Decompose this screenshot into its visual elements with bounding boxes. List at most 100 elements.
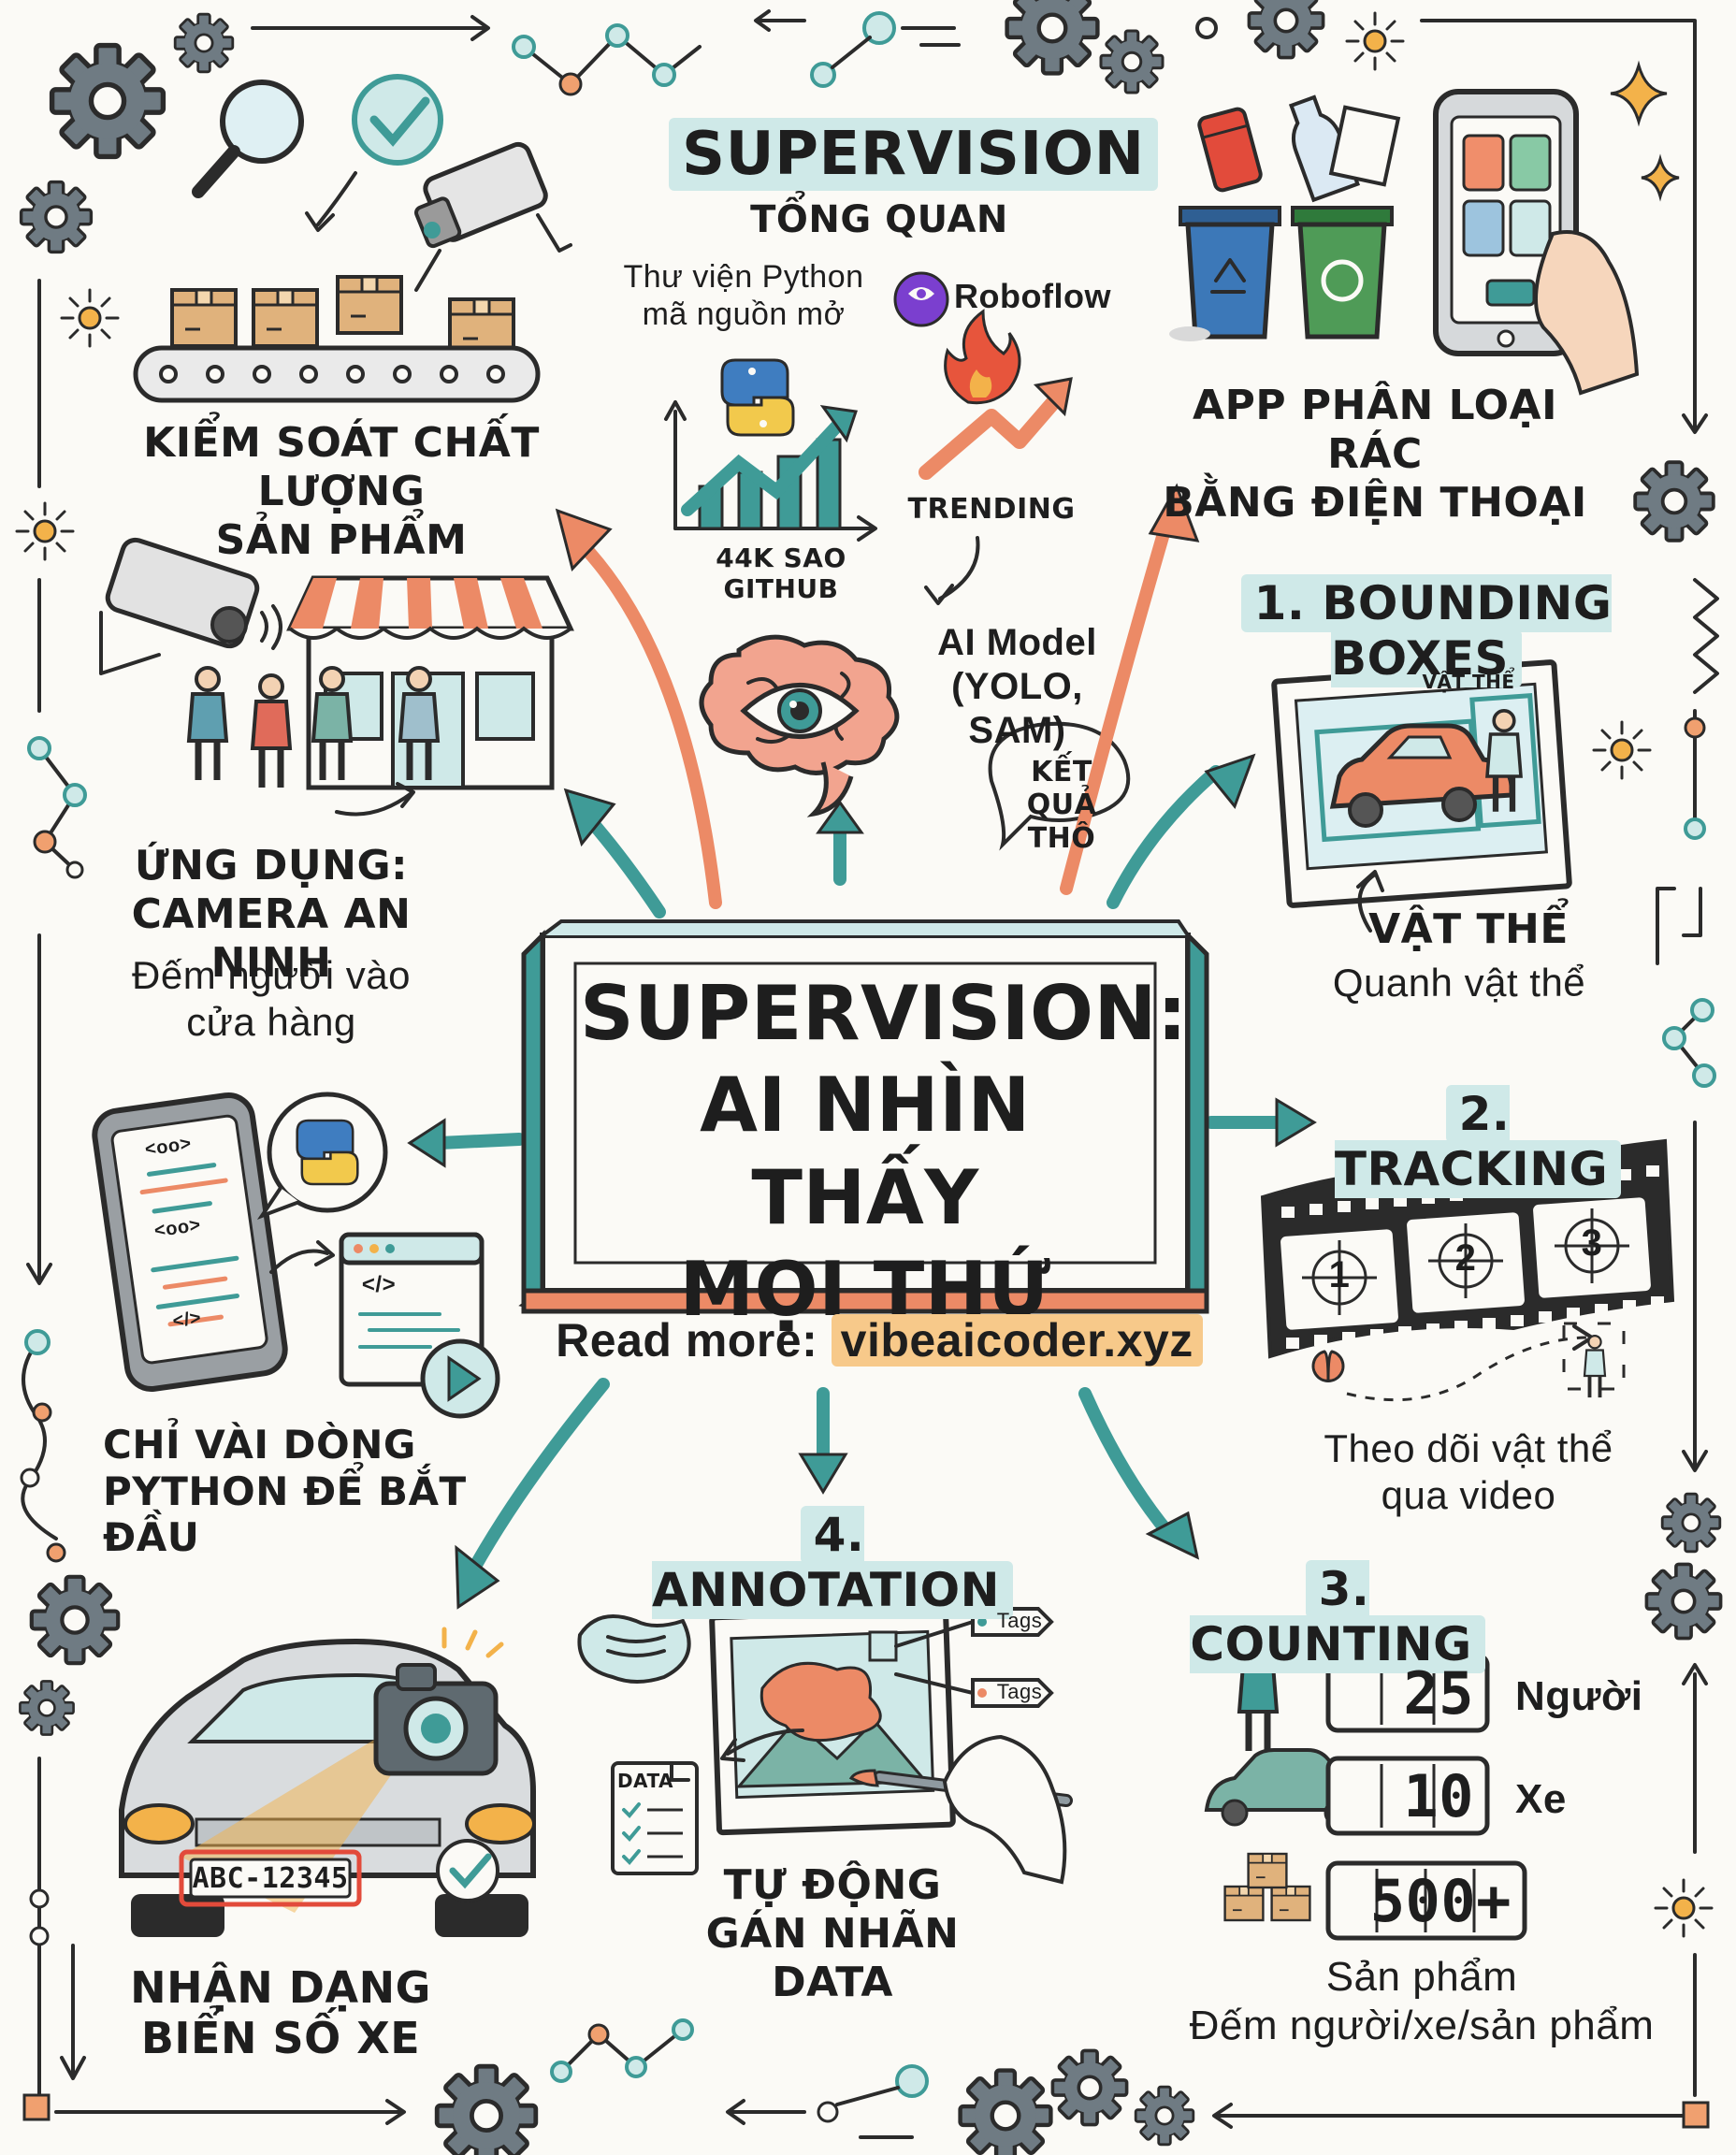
annotation-illustration (577, 1606, 1073, 1885)
gear-icon (52, 46, 164, 157)
header-illustration (664, 271, 1131, 886)
mask-icon (577, 1614, 691, 1684)
person-icon (189, 668, 226, 780)
count-label-cars: Xe (1515, 1776, 1567, 1822)
hand-icon (1534, 230, 1640, 396)
box-icon (252, 288, 319, 348)
box-icon (336, 275, 403, 335)
read-more: Read more: vibeaicoder.xyz (552, 1313, 1207, 1368)
gear-icon (19, 1680, 75, 1736)
gear-icon (961, 2071, 1051, 2155)
person-icon (253, 675, 290, 788)
annotation-title: 4. ANNOTATION (636, 1506, 1029, 1619)
can-icon (1197, 107, 1263, 193)
gear-icon (19, 180, 94, 254)
sun-icon (1345, 11, 1405, 71)
tracking-frame-1: 1 (1328, 1254, 1351, 1295)
box-icon (170, 288, 238, 348)
python-start-title: CHỈ VÀI DÒNG PYTHON ĐỂ BẮT ĐẦU (103, 1422, 467, 1561)
read-more-label: Read more: (556, 1314, 818, 1367)
quality-control-title: KIỂM SOÁT CHẤT LƯỢNG SẢN PHẨM (143, 419, 540, 564)
trending-label: TRENDING (907, 493, 1076, 526)
counting-illustration (1204, 1639, 1527, 1941)
count-label-people: Người (1515, 1673, 1643, 1719)
bin-icon (1179, 206, 1281, 340)
arrow-icon (1275, 1097, 1317, 1148)
fire-icon (944, 309, 1021, 405)
github-stars-label: 44K SAO GITHUB (716, 542, 846, 605)
waste-app-illustration (1169, 89, 1640, 396)
arrow-icon (555, 508, 613, 571)
arrow-icon (1145, 1511, 1200, 1560)
annotation-tag-1: Tags (996, 1609, 1043, 1632)
gear-icon (1099, 29, 1165, 94)
library-description: Thư viện Python mã nguồn mở (623, 259, 864, 333)
arrow-icon (798, 1453, 848, 1495)
count-value-people: 25 (1403, 1659, 1474, 1728)
read-more-link[interactable]: vibeaicoder.xyz (831, 1314, 1203, 1367)
center-banner (518, 919, 1209, 1314)
python-icon (296, 1119, 359, 1186)
arrow-icon (1204, 753, 1256, 809)
sun-icon (15, 501, 75, 561)
tracking-title: 2. TRACKING (1309, 1085, 1646, 1198)
sun-icon (60, 288, 120, 348)
check-icon (436, 1839, 499, 1902)
sparkle-icon (1641, 153, 1680, 202)
clipboard-data-label: DATA (616, 1770, 674, 1792)
bbox-object-label: VẬT THỂ (1368, 905, 1569, 953)
header-title: SUPERVISION (669, 118, 1158, 191)
header-subtitle: TỔNG QUAN (750, 198, 1008, 241)
annotation-tag-2: Tags (996, 1680, 1043, 1703)
paper-icon (1328, 105, 1401, 187)
bbox-illustration (1271, 659, 1572, 933)
counting-description: Sản phẩm Đếm người/xe/sản phẩm (1189, 1954, 1655, 2048)
ai-model-label: AI Model (YOLO, SAM) (937, 622, 1097, 752)
python-icon (720, 358, 795, 437)
bbox-title: 1. BOUNDING BOXES (1188, 574, 1665, 687)
magnifier-icon (220, 80, 304, 164)
gear-icon (173, 12, 235, 74)
annotation-description: TỰ ĐỘNG GÁN NHÃN DATA (705, 1861, 960, 2006)
sun-icon (1592, 720, 1652, 780)
sparkle-icon (1610, 60, 1668, 127)
arrow-icon (455, 1544, 500, 1610)
chart-icon (664, 400, 877, 542)
gear-icon (1644, 1562, 1723, 1641)
gear-icon (1007, 0, 1098, 73)
eye-icon (740, 683, 860, 739)
security-title: ỨNG DỤNG: CAMERA AN NINH (131, 842, 412, 987)
tracking-frame-2: 2 (1454, 1237, 1477, 1279)
gear-icon (1660, 1492, 1722, 1554)
box-icon (1247, 1852, 1288, 1889)
arrow-icon (1148, 483, 1200, 542)
count-value-cars: 10 (1403, 1762, 1474, 1830)
window-code-tag: </> (361, 1272, 397, 1297)
quality-control-illustration (133, 74, 572, 403)
flow-arrows (407, 483, 1317, 1610)
roboflow-icon (893, 271, 949, 327)
plate-illustration (119, 1627, 536, 1937)
hand-icon (942, 1734, 1067, 1885)
gear-icon (1050, 2048, 1129, 2127)
gear-icon (32, 1577, 118, 1663)
waste-app-title: APP PHÂN LOẠI RÁC BẰNG ĐIỆN THOẠI (1163, 382, 1587, 527)
raw-result-bubble-text: KẾT QUẢ THÔ (1026, 756, 1097, 855)
sun-icon (1654, 1878, 1714, 1938)
check-icon (352, 74, 443, 166)
plate-recognition-title: NHẬN DẠNG BIỂN SỐ XE (130, 1962, 431, 2064)
bin-icon (1291, 206, 1394, 340)
arrow-icon (407, 1118, 446, 1168)
tracking-frame-3: 3 (1581, 1222, 1603, 1264)
gear-icon (1134, 2085, 1195, 2147)
location-icon (1311, 1350, 1345, 1382)
camera-icon (414, 141, 572, 253)
gear-icon (1633, 460, 1715, 542)
gear-icon (1247, 0, 1325, 60)
bbox-object-tag: VẬT THỂ (1422, 671, 1515, 693)
counting-title: 3. COUNTING (1174, 1560, 1501, 1673)
speech-bubble (988, 721, 1131, 851)
camera-icon (373, 1627, 504, 1776)
security-illustration (99, 537, 574, 817)
